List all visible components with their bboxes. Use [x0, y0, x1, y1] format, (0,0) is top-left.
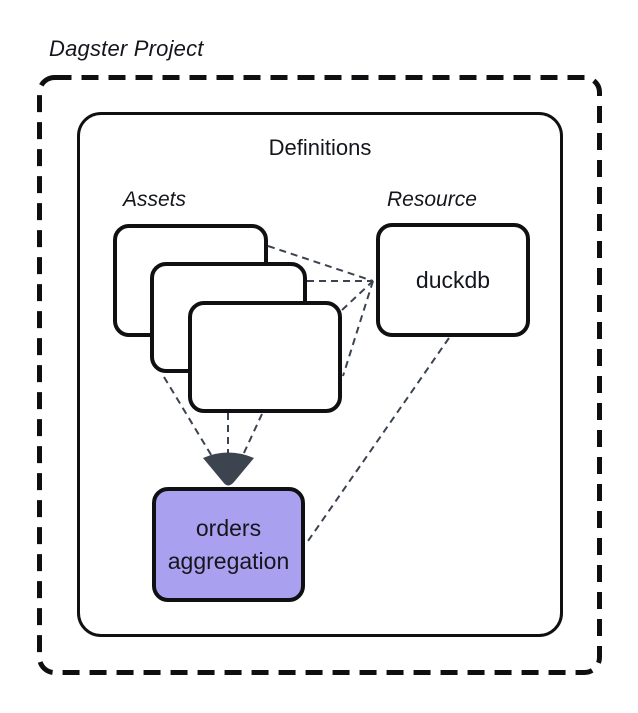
assets-group-label: Assets — [123, 188, 187, 211]
asset-node-orders-aggregation: orders aggregation — [152, 487, 305, 602]
definitions-label: Definitions — [268, 135, 372, 160]
resource-group-label: Resource — [387, 188, 477, 211]
aggregation-node-label: orders aggregation — [167, 514, 290, 574]
resource-node-label: duckdb — [415, 266, 491, 293]
project-title: Dagster Project — [49, 36, 204, 61]
resource-node-duckdb: duckdb — [376, 223, 530, 337]
asset-card-3 — [188, 301, 342, 413]
